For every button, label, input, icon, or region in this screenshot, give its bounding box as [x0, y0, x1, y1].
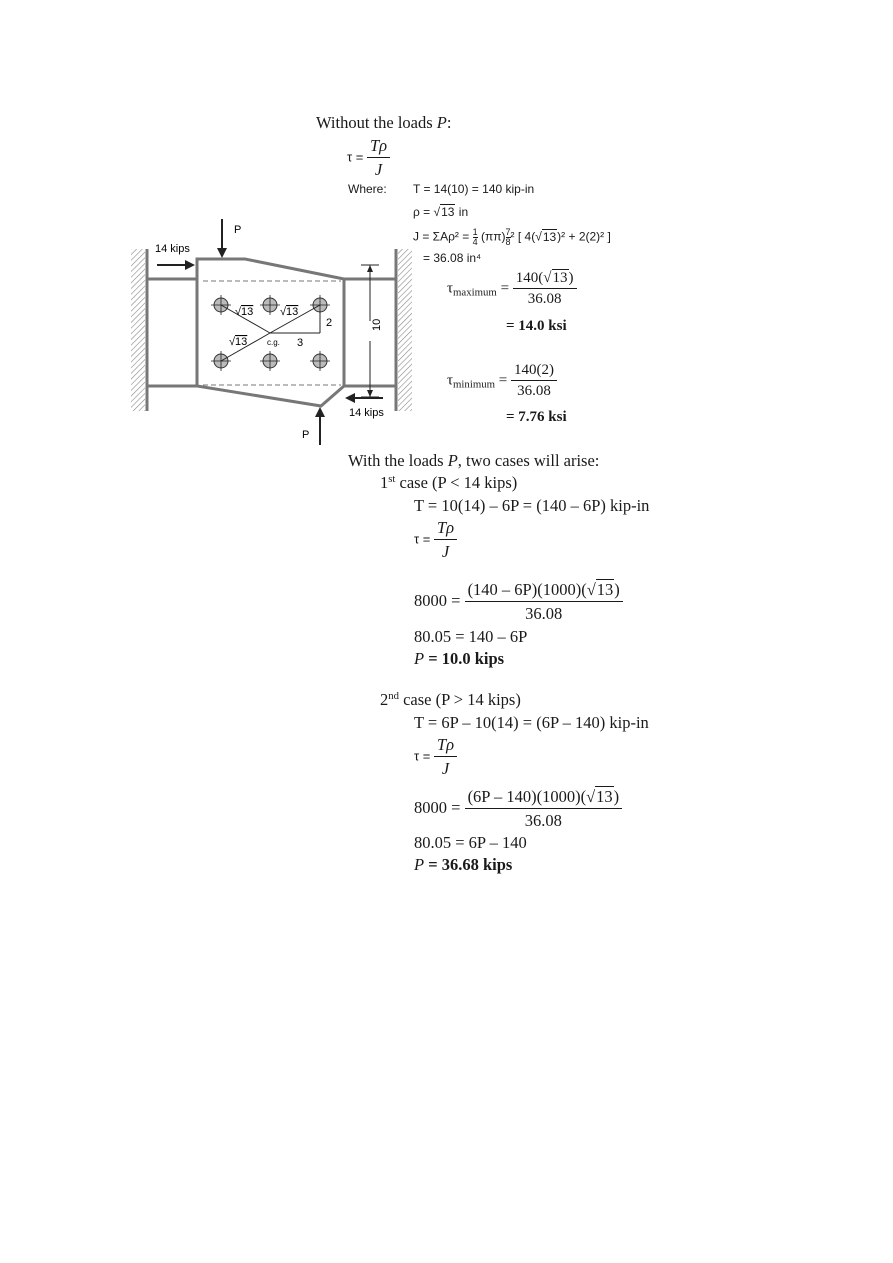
- case1-equation: 8000 = (140 – 6P)(1000)(√13)36.08: [414, 579, 623, 624]
- heading-suffix: :: [446, 113, 452, 132]
- tau-max-sub: maximum: [453, 286, 497, 299]
- case1-tau-den: J: [441, 542, 450, 561]
- case1-result: P = 10.0 kips: [414, 649, 504, 669]
- case2-equation: 8000 = (6P – 140)(1000)(√13)36.08: [414, 786, 623, 831]
- case2-torque: T = 6P – 10(14) = (6P – 140) kip-in: [414, 713, 649, 732]
- right-wall-hatch: [398, 249, 412, 411]
- case2-tau-num: Tρ: [433, 735, 458, 757]
- case2-result-var: P: [414, 855, 425, 874]
- rho-line: ρ = √13 in: [413, 204, 469, 219]
- case1-result-val: = 10.0 kips: [424, 649, 505, 668]
- heading-text: With the loads: [348, 451, 448, 470]
- tau-max-sym: τ: [447, 280, 454, 297]
- case2-rest: case (P > 14 kips): [398, 690, 521, 709]
- p-bottom-label: P: [302, 429, 309, 441]
- tau-min-sym: τ: [447, 372, 454, 389]
- rho-unit: in: [455, 205, 469, 219]
- j-frac2-num: 7: [505, 227, 511, 238]
- case2-label: 2nd case (P > 14 kips): [380, 690, 521, 710]
- tau-min-formula: τminimum = 140(2) 36.08: [447, 362, 557, 400]
- case2-eq-lhs: 8000 =: [414, 797, 465, 817]
- j-pi: (ππ): [480, 229, 506, 244]
- case2-eq-num-pre: (6P – 140)(1000)(: [467, 787, 587, 806]
- tau-max-formula: τmaximum = 140(√13)36.08: [447, 269, 577, 308]
- tau-max-num-rad: 13: [551, 269, 569, 286]
- rho-radicand: 13: [440, 204, 456, 219]
- tau-min-eq: =: [495, 372, 511, 389]
- case1-eq-den: 36.08: [525, 604, 563, 623]
- case1-step: 80.05 = 140 – 6P: [414, 627, 528, 646]
- tau-min-sub: minimum: [453, 378, 496, 391]
- j-rest2: )² + 2(2)² ]: [557, 229, 611, 244]
- heading-suffix: , two cases will arise:: [457, 451, 600, 470]
- case1-torque: T = 10(14) – 6P = (140 – 6P) kip-in: [414, 496, 650, 515]
- dimension-3-label: 3: [297, 337, 303, 349]
- heading-without-loads: Without the loads P:: [316, 113, 451, 133]
- case1-tau-lhs: τ =: [414, 531, 434, 547]
- case1-sup: st: [388, 473, 396, 486]
- case1-tau-num: Tρ: [433, 518, 458, 540]
- j-radicand: 13: [541, 228, 558, 244]
- tau-min-num: 140(2): [511, 362, 557, 381]
- case2-eq-num-rad: 13: [595, 786, 614, 806]
- j-frac-num: 1: [472, 227, 478, 238]
- case1-rest: case (P < 14 kips): [395, 473, 518, 492]
- rho-lhs: ρ =: [413, 205, 434, 219]
- case2-eq-num-post: ): [613, 787, 620, 806]
- case2-step: 80.05 = 6P – 140: [414, 833, 527, 852]
- radius-lines: [220, 304, 321, 362]
- radius-label-c: √13: [229, 336, 247, 348]
- case1-ord: 1: [380, 473, 389, 492]
- case1-label: 1st case (P < 14 kips): [380, 473, 517, 493]
- heading-var: P: [447, 451, 458, 470]
- case1-eq-lhs: 8000 =: [414, 590, 465, 610]
- heading-with-loads: With the loads P, two cases will arise:: [348, 451, 599, 471]
- case2-tau-lhs: τ =: [414, 748, 434, 764]
- tau-lhs: τ =: [347, 149, 367, 165]
- j-lhs: J = ΣAρ² =: [413, 229, 473, 244]
- torque-line: T = 14(10) = 140 kip-in: [413, 182, 535, 196]
- j-frac2-den: 8: [505, 237, 511, 247]
- case2-tau-den: J: [441, 759, 450, 778]
- case1-eq-num-post: ): [614, 580, 620, 599]
- tau-max-eq: =: [496, 280, 513, 297]
- case2-result: P = 36.68 kips: [414, 855, 512, 875]
- bolted-connection-diagram: √13 √13 √13 c.g. 3 2 10 P P 14 kips 14 k…: [131, 219, 412, 445]
- case1-result-var: P: [414, 649, 425, 668]
- left-wall-hatch: [131, 249, 145, 411]
- cg-label: c.g.: [267, 338, 280, 347]
- tau-min-result: = 7.76 ksi: [506, 409, 567, 425]
- dimension-10-label: 10: [371, 319, 383, 331]
- p-top-label: P: [234, 224, 241, 236]
- tau-denominator: J: [374, 160, 383, 179]
- gusset-plate: [195, 257, 346, 408]
- left-load-label: 14 kips: [155, 243, 190, 255]
- case1-eq-num-rad: 13: [595, 579, 615, 599]
- tau-max-num-post: ): [568, 270, 574, 286]
- case2-result-val: = 36.68 kips: [424, 855, 513, 874]
- right-load-label: 14 kips: [349, 407, 384, 419]
- j-value: = 36.08 in⁴: [423, 251, 482, 265]
- tau-max-num-pre: 140(: [515, 270, 544, 286]
- tau-min-den: 36.08: [517, 383, 551, 399]
- where-label: Where:: [348, 182, 387, 196]
- heading-var: P: [436, 113, 447, 132]
- case2-ord: 2: [380, 690, 389, 709]
- case2-eq-den: 36.08: [524, 811, 562, 830]
- tau-numerator: Tρ: [366, 136, 391, 158]
- dimension-2-label: 2: [326, 317, 332, 329]
- radius-label-b: √13: [280, 306, 298, 318]
- j-frac-den: 4: [472, 237, 478, 247]
- case2-sup: nd: [388, 690, 399, 703]
- tau-max-den: 36.08: [527, 291, 562, 307]
- radius-label-a: √13: [235, 306, 253, 318]
- j-rest1: ² [ 4(: [510, 229, 536, 244]
- tau-max-result: = 14.0 ksi: [506, 318, 567, 334]
- heading-text: Without the loads: [316, 113, 437, 132]
- case1-eq-num-pre: (140 – 6P)(1000)(: [467, 580, 587, 599]
